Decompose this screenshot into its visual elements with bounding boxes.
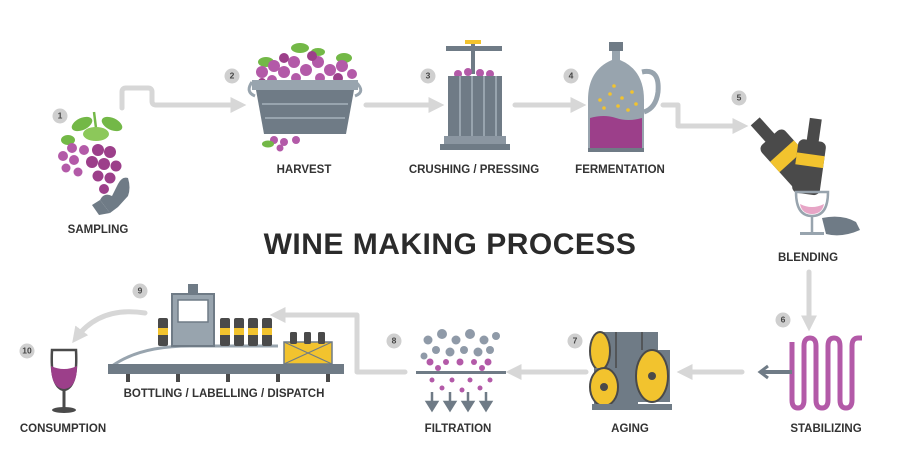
- step-label-crushing-pressing: CRUSHING / PRESSING: [408, 164, 540, 176]
- diagram-title: WINE MAKING PROCESS: [263, 228, 637, 261]
- step-label-filtration: FILTRATION: [424, 423, 492, 435]
- step-number-8: 8: [386, 333, 402, 349]
- step-number-10: 10: [19, 343, 35, 359]
- grape-bunch-hand-icon: [58, 111, 130, 215]
- connectors: [72, 85, 818, 381]
- step-number-2: 2: [224, 68, 240, 84]
- step-number-7: 7: [567, 333, 583, 349]
- step-label-sampling: SAMPLING: [67, 224, 129, 236]
- connector-1-2: [119, 85, 247, 114]
- barrels-icon: [589, 331, 672, 410]
- cooling-coil-icon: [757, 335, 862, 411]
- step-number-4: 4: [563, 68, 579, 84]
- filter-icon: [416, 329, 506, 413]
- step-label-aging: AGING: [611, 423, 649, 435]
- bottles-glass-icon: [750, 117, 860, 236]
- step-label-consumption: CONSUMPTION: [19, 423, 107, 435]
- step-label-harvest: HARVEST: [276, 164, 332, 176]
- step-label-fermentation: FERMENTATION: [575, 164, 665, 176]
- carboy-icon: [588, 42, 661, 152]
- step-label-blending: BLENDING: [777, 252, 839, 264]
- step-number-5: 5: [731, 90, 747, 106]
- bottling-line-icon: [108, 284, 344, 382]
- step-label-bottling-labelling-dispatch: BOTTLING / LABELLING / DISPATCH: [123, 388, 325, 400]
- step-number-3: 3: [420, 68, 436, 84]
- grape-basket-icon: [247, 43, 363, 152]
- step-number-6: 6: [775, 312, 791, 328]
- connector-8-9: [269, 306, 408, 375]
- connector-4-5: [660, 102, 749, 135]
- wine-glass-icon: [50, 348, 78, 413]
- step-label-stabilizing: STABILIZING: [790, 423, 862, 435]
- connector-9-10: [72, 309, 148, 344]
- wine-press-icon: [440, 40, 510, 150]
- step-number-1: 1: [52, 108, 68, 124]
- step-number-9: 9: [132, 283, 148, 299]
